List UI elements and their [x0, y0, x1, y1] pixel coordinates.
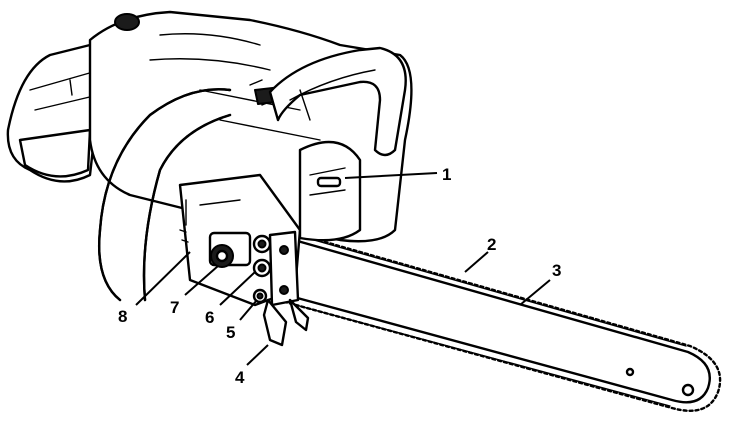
top-handle	[268, 46, 407, 157]
callout-2: 2	[487, 235, 496, 254]
callout-leaders	[135, 172, 551, 366]
callout-6: 6	[205, 308, 214, 327]
side-guard	[298, 140, 362, 242]
chain-tension-wheel	[210, 244, 234, 268]
bar-tip-hole	[625, 367, 635, 377]
leader-5	[239, 299, 258, 321]
bucking-spikes	[262, 298, 310, 347]
leader-8	[135, 251, 191, 306]
leader-3	[519, 279, 551, 306]
leader-6	[219, 271, 256, 306]
callout-4: 4	[235, 368, 245, 387]
callout-1: 1	[442, 165, 451, 184]
leader-4	[246, 344, 269, 366]
leader-7	[184, 265, 219, 296]
callout-5: 5	[226, 323, 235, 342]
callout-numbers: 1 2 3 4 5 6 7 8	[118, 165, 561, 387]
front-handle	[98, 88, 232, 302]
chain-catcher	[252, 288, 268, 304]
saw-chain	[283, 230, 722, 412]
guide-bar	[283, 230, 722, 412]
leader-2	[464, 251, 489, 273]
callout-3: 3	[552, 261, 561, 280]
callout-7: 7	[170, 298, 179, 317]
bar-mount-plate	[268, 230, 300, 307]
callout-8: 8	[118, 307, 127, 326]
leader-1	[344, 172, 438, 179]
bar-tip-rivet	[681, 383, 695, 397]
top-knob-icon	[114, 13, 140, 31]
